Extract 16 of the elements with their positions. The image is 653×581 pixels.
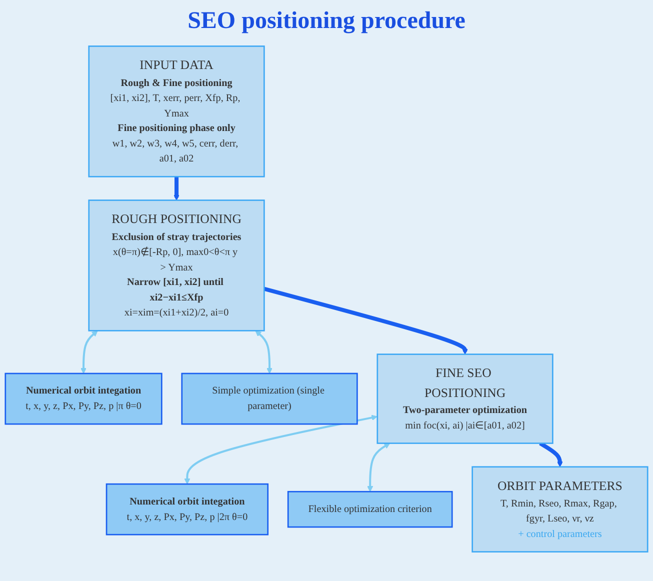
node-box: INPUT DATA Rough & Fine positioning [xi1, xi2], T, xerr, perr, Xfp, Rp, Ymax Fine positioning phase only w1, w2, w3, w4, w5, cerr, derr, a01, a02	[88, 46, 265, 178]
arrow	[255, 330, 272, 374]
node-box: FINE SEO POSITIONING Two-parameter optimization min foc(xi, ai) |ai∈[a01, a02]	[376, 354, 554, 444]
arrow	[80, 330, 98, 374]
node-box: ROUGH POSITIONING Exclusion of stray trajectories x(θ=π)∉[-Rp, 0], max0<θ<π y > Ymax Narrow [xi1, xi2] until xi2−xi1≤Xfp xi=xim=(xi1+xi2)/2, ai=0	[88, 200, 265, 332]
node-box: Flexible optimization criterion	[287, 490, 453, 528]
node-box: ORBIT PARAMETERS T, Rmin, Rseo, Rmax, Rgap, fgyr, Lseo, νr, νz + control parameters	[472, 466, 648, 552]
arrow	[539, 442, 563, 468]
arrow	[264, 286, 468, 355]
node-box: Simple optimization (single parameter)	[181, 372, 358, 425]
node-box: Numerical orbit integation t, x, y, z, Px, Py, Pz, p |π θ=0	[4, 372, 162, 425]
node-box: Numerical orbit integation t, x, y, z, Px, Py, Pz, p |2π θ=0	[106, 483, 269, 536]
arrow	[367, 443, 390, 492]
arrow	[184, 414, 378, 484]
arrow	[174, 176, 180, 200]
diagram-title: SEO positioning procedure	[186, 8, 466, 35]
